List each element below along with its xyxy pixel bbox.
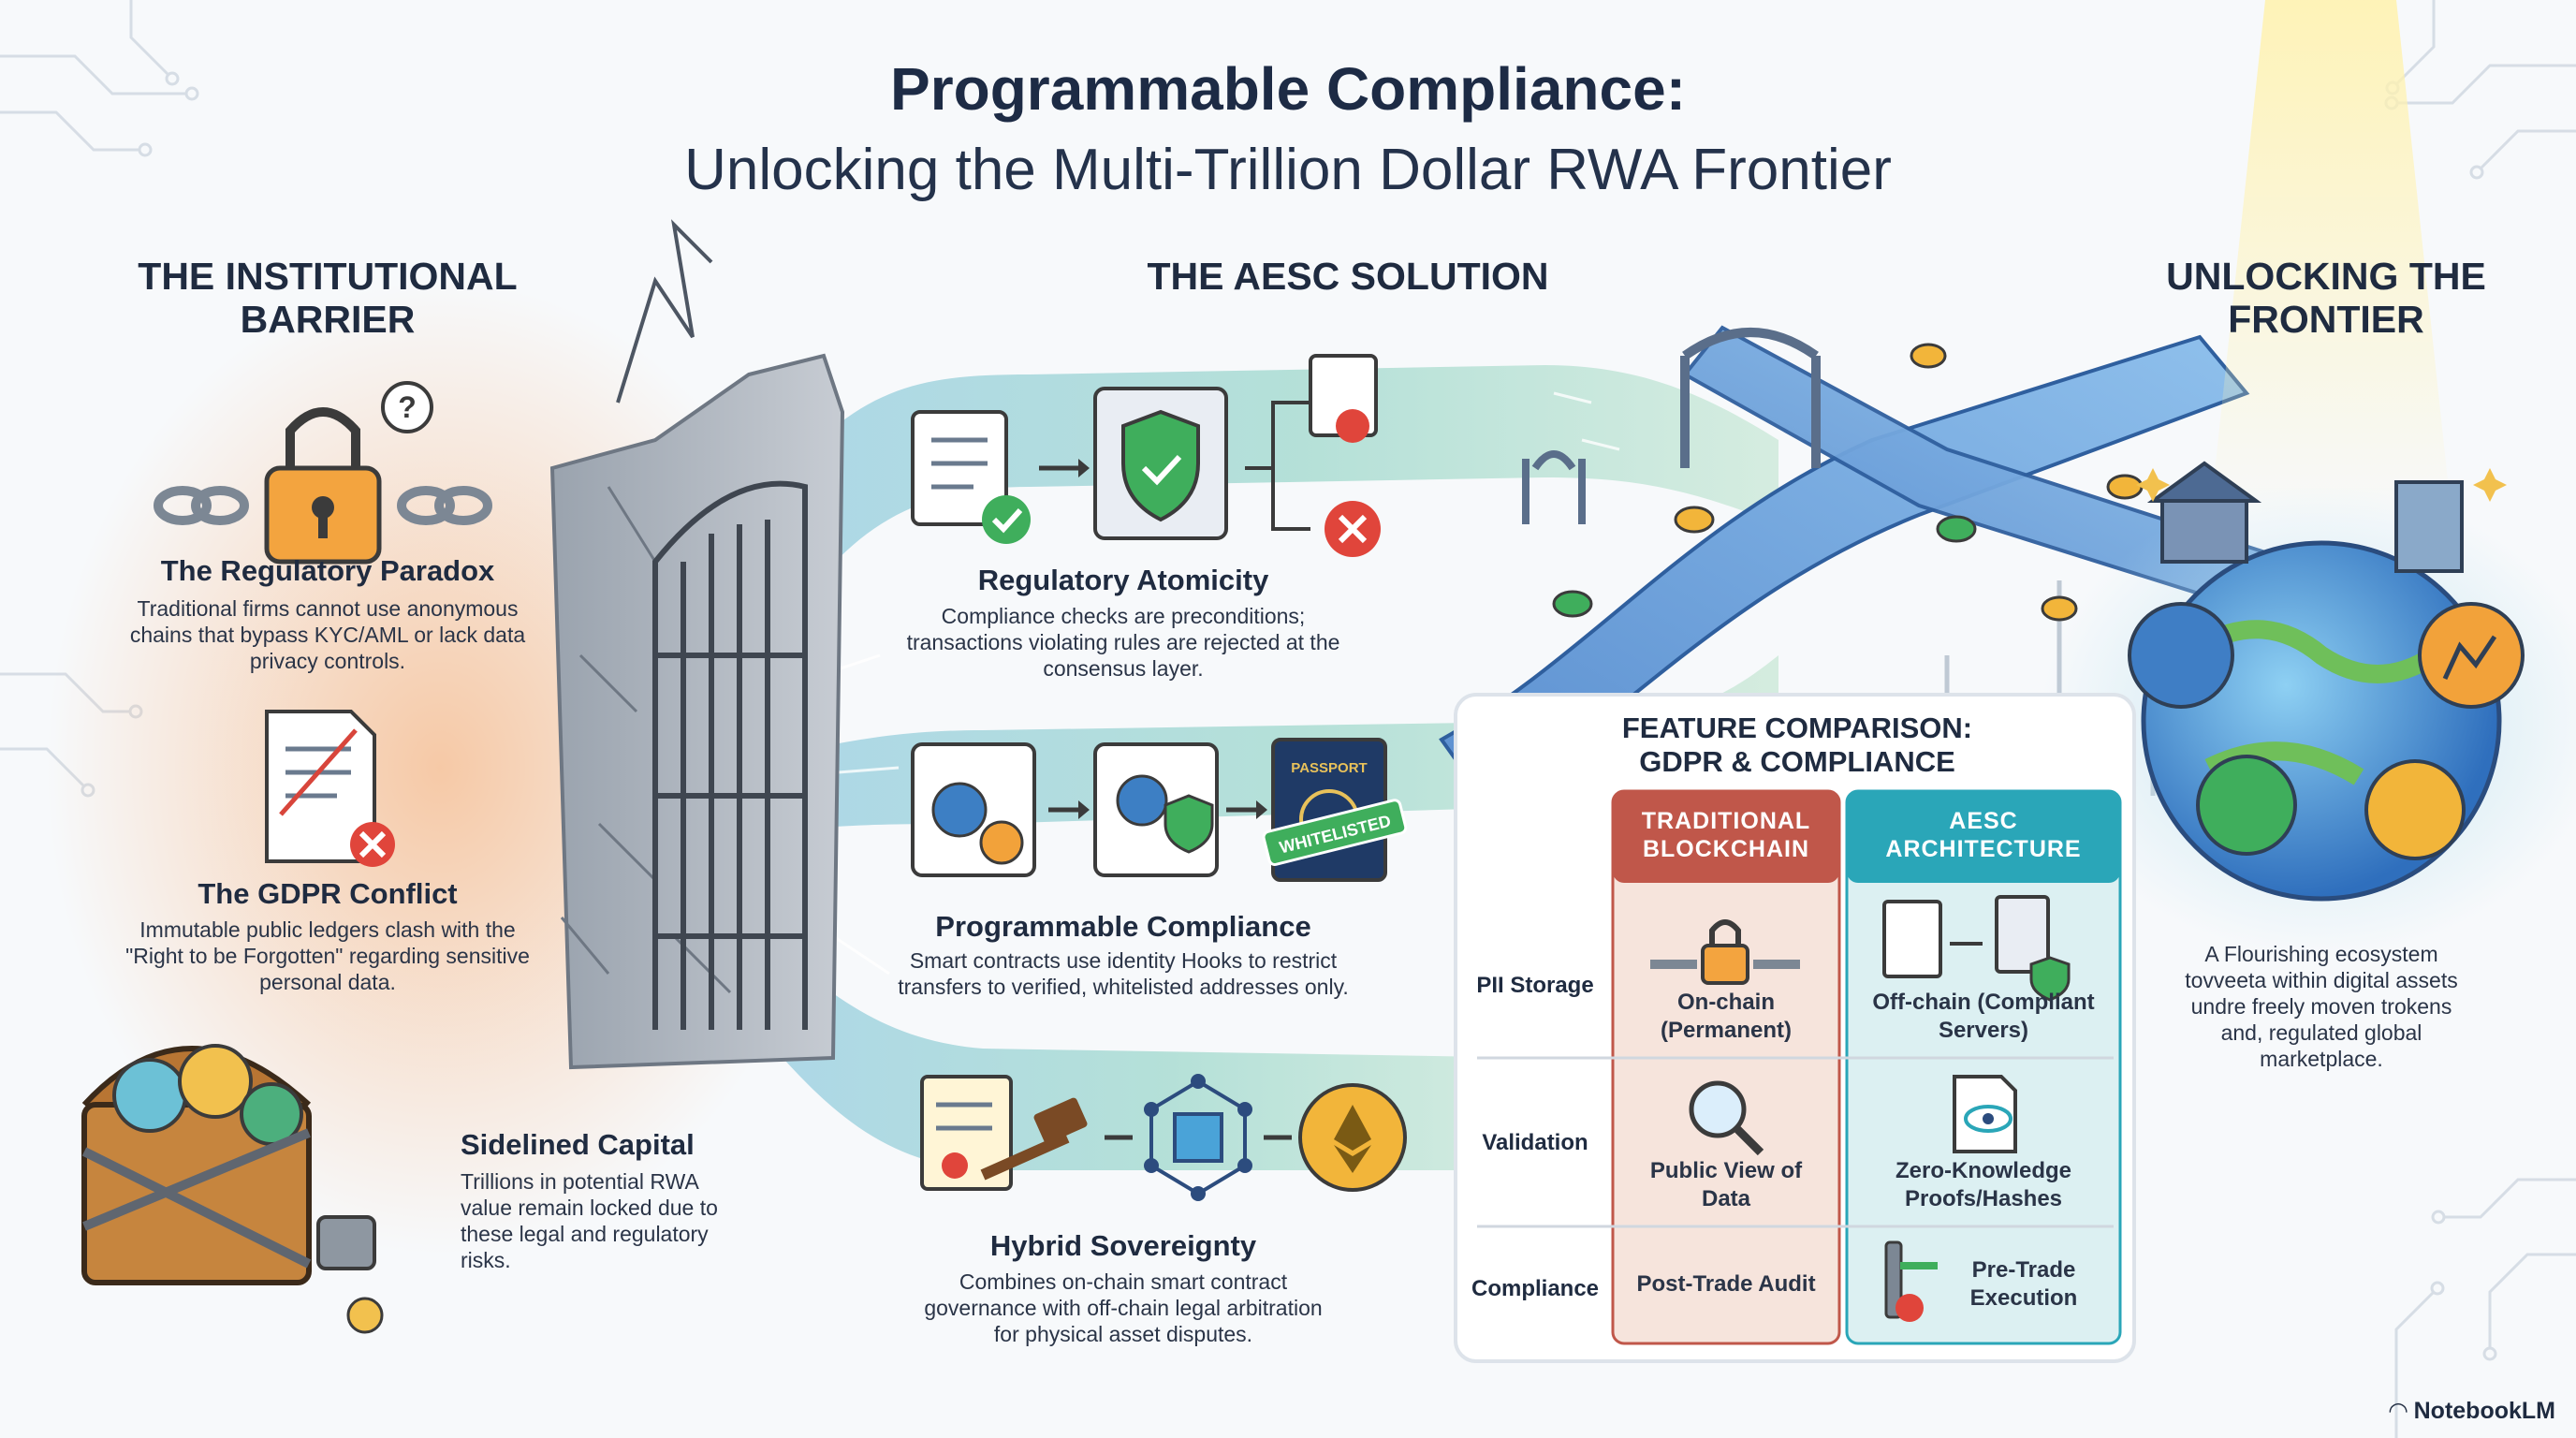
barrier-text-sidelined-capital: Trillions in potential RWA value remain …	[461, 1169, 718, 1272]
row-label-validation: Validation	[1482, 1130, 1588, 1155]
logo-mark-icon: ◠	[2389, 1398, 2414, 1424]
barrier-heading-regulatory-paradox: The Regulatory Paradox	[160, 554, 495, 587]
padlock-chain-icon: ?	[154, 381, 492, 565]
solution-heading-hybrid-sovereignty: Hybrid Sovereignty	[989, 1229, 1257, 1262]
column-header-traditional: TRADITIONAL BLOCKCHAIN	[1641, 808, 1811, 862]
atomicity-icons	[911, 354, 1381, 557]
globe-icon	[2041, 0, 2576, 955]
barrier-text-gdpr-conflict: Immutable public ledgers clash with the …	[125, 917, 530, 994]
page-title: Programmable Compliance:	[890, 55, 1686, 123]
cell-aesc-pii-storage: Off-chain (Compliant Servers)	[1872, 990, 2095, 1043]
passport-label: PASSPORT	[1291, 760, 1367, 776]
svg-text:?: ?	[398, 390, 417, 424]
solution-text-hybrid-sovereignty: Combines on-chain smart contract governa…	[924, 1269, 1323, 1346]
programmable-icons: PASSPORT WHITELISTED	[911, 738, 1408, 882]
solution-heading-regulatory-atomicity: Regulatory Atomicity	[977, 564, 1269, 596]
row-label-compliance: Compliance	[1471, 1276, 1600, 1301]
logo-label: NotebookLM	[2413, 1398, 2555, 1424]
treasure-chest-icon	[81, 1044, 384, 1334]
solution-heading-programmable-compliance: Programmable Compliance	[935, 910, 1311, 943]
iron-gate	[652, 480, 808, 1030]
cell-aesc-validation: Zero-Knowledge Proofs/Hashes	[1895, 1158, 2071, 1211]
barrier-heading-gdpr-conflict: The GDPR Conflict	[198, 877, 458, 910]
cell-aesc-compliance: Pre-Trade Execution	[1969, 1257, 2078, 1311]
cell-traditional-compliance: Post-Trade Audit	[1636, 1271, 1816, 1297]
solution-text-regulatory-atomicity: Compliance checks are preconditions; tra…	[906, 604, 1340, 681]
section-heading-frontier: UNLOCKING THE FRONTIER	[2166, 255, 2486, 341]
cell-traditional-validation: Public View of Data	[1649, 1158, 1803, 1211]
gdpr-document-icon	[265, 710, 395, 867]
notebooklm-logo: ◠ NotebookLM	[2389, 1397, 2555, 1425]
comparison-title: FEATURE COMPARISON: GDPR & COMPLIANCE	[1621, 712, 1973, 778]
sparkle-decoration	[2136, 468, 2507, 502]
cell-traditional-pii-storage: On-chain (Permanent)	[1660, 990, 1793, 1043]
section-heading-barrier: THE INSTITUTIONAL BARRIER	[138, 255, 518, 341]
frontier-text: A Flourishing ecosystem tovveeta within …	[2185, 942, 2458, 1071]
column-header-aesc: AESC ARCHITECTURE	[1885, 808, 2082, 862]
comparison-panel-graphics	[1454, 693, 2136, 1363]
hybrid-icons	[920, 1074, 1407, 1201]
row-label-pii-storage: PII Storage	[1476, 973, 1594, 998]
barrier-text-regulatory-paradox: Traditional firms cannot use anonymous c…	[129, 596, 526, 673]
barrier-heading-sidelined-capital: Sidelined Capital	[461, 1128, 695, 1161]
solution-text-programmable-compliance: Smart contracts use identity Hooks to re…	[898, 948, 1349, 999]
page-subtitle: Unlocking the Multi-Trillion Dollar RWA …	[684, 138, 1892, 202]
section-heading-solution: THE AESC SOLUTION	[1147, 255, 1549, 298]
